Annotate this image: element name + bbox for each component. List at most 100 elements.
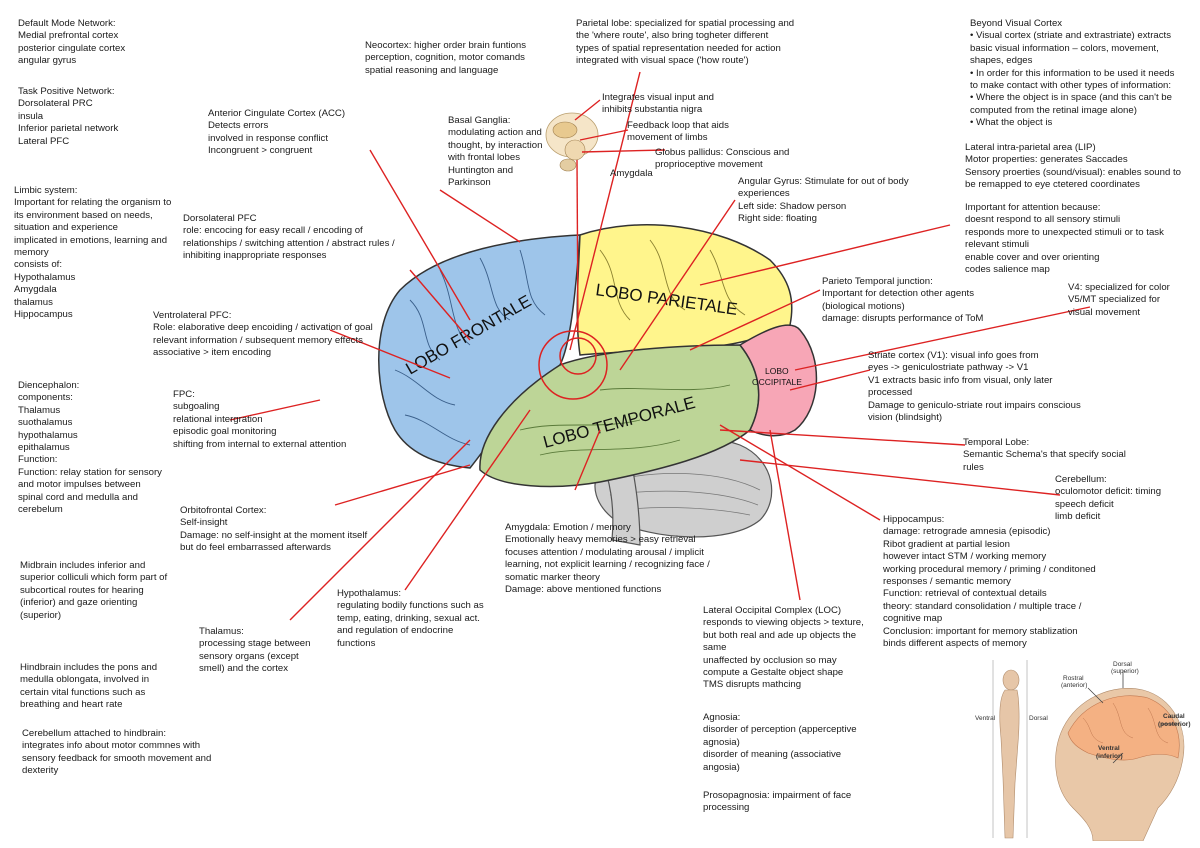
note-line: angular gyrus xyxy=(18,55,77,67)
note-line: Conclusion: important for memory stabliz… xyxy=(883,625,1078,637)
note-line: • Where the object is in space (and this… xyxy=(970,92,1172,104)
note-line: Dorsolateral PRC xyxy=(18,98,93,110)
note-line: Amygdala xyxy=(610,168,653,179)
hippocampus-note: Hippocampus: damage: retrograde amnesia … xyxy=(883,514,1096,650)
note-line: Amygdala xyxy=(14,284,57,296)
note-line: medulla oblongata, involved in xyxy=(20,674,150,686)
cerebellum-attached-note: Cerebellum attached to hindbrain:integra… xyxy=(22,728,211,778)
note-line: damage: disrupts performance of ToM xyxy=(822,313,984,325)
note-line: sensory organs (except xyxy=(199,650,299,662)
note-line: Important for detection other agents xyxy=(822,288,974,300)
note-line: and regulation of endocrine xyxy=(337,625,454,637)
note-line: codes salience map xyxy=(965,264,1050,276)
note-line: Striate cortex (V1): visual info goes fr… xyxy=(868,350,1039,361)
note-line: Damage: no self-insight at the moment it… xyxy=(180,529,368,541)
loc-note: Lateral Occipital Complex (LOC)responds … xyxy=(703,605,864,692)
note-line: enable cover and over orienting xyxy=(965,251,1100,263)
note-line: relevant information / subsequent memory… xyxy=(153,334,363,346)
note-line: vision (blindsight) xyxy=(868,412,943,424)
note-line: the 'where route', also bring togheter d… xyxy=(576,30,769,42)
note-line: Semantic Schema's that specify social xyxy=(963,449,1126,461)
note-line: Amygdala: Emotion / memory xyxy=(505,522,631,533)
note-line: Anterior Cingulate Cortex (ACC) xyxy=(208,108,346,119)
angular-gyrus-note: Angular Gyrus: Stimulate for out of body… xyxy=(738,176,909,226)
orientation-inset: Ventral Dorsal Dorsal (superior) Rostral… xyxy=(963,658,1195,841)
note-line: relational intergration xyxy=(173,413,263,425)
inset-dorsal: Dorsal xyxy=(1113,661,1132,668)
note-line: V5/MT specialized for xyxy=(1068,294,1161,306)
note-line: sensory feedback for smooth movement and xyxy=(22,752,212,764)
note-line: working procedural memory / priming / co… xyxy=(883,563,1096,575)
note-line: temp, eating, drinking, sexual act. xyxy=(337,612,480,624)
note-line: Task Positive Network: xyxy=(18,86,115,97)
note-line: relevant stimuli xyxy=(965,239,1029,251)
inset-inferior: (inferior) xyxy=(1096,753,1123,760)
inset-caudal: Caudal xyxy=(1163,713,1185,720)
note-line: Beyond Visual Cortex xyxy=(970,18,1063,29)
note-line: limb deficit xyxy=(1055,511,1101,523)
note-line: spatial reasoning and language xyxy=(365,64,499,76)
note-line: Damage to geniculo-striate rout impairs … xyxy=(868,399,1081,411)
note-line: Right side: floating xyxy=(738,213,817,225)
tpj-note: Parieto Temporal junction:Important for … xyxy=(822,276,983,326)
note-line: Neocortex: higher order brain funtions xyxy=(365,40,527,51)
note-line: Temporal Lobe: xyxy=(963,437,1030,448)
occipital-lobe-shape xyxy=(738,324,818,437)
note-line: consists of: xyxy=(14,259,62,271)
agnosia-note: Agnosia:disorder of perception (appercep… xyxy=(703,712,857,774)
temporal-lobe-shape xyxy=(479,344,760,488)
note-line: Cerebellum: xyxy=(1055,474,1107,485)
note-line: FPC: xyxy=(173,389,195,400)
note-line: with frontal lobes xyxy=(448,152,520,164)
note-line: binds different aspects of memory xyxy=(883,638,1027,650)
note-line: Hindbrain includes the pons and xyxy=(20,662,158,673)
note-line: Hippocampus: xyxy=(883,514,945,525)
default-mode-network-note: Default Mode Network:Medial prefrontal c… xyxy=(18,18,125,68)
note-line: inhibits substantia nigra xyxy=(602,104,703,116)
note-line: Cerebellum attached to hindbrain: xyxy=(22,728,166,739)
ventrolateral-pfc-note: Ventrolateral PFC:Role: elaborative deep… xyxy=(153,310,373,360)
note-line: • What the object is xyxy=(970,117,1053,129)
note-line: damage: retrograde amnesia (episodic) xyxy=(883,526,1051,538)
note-line: disorder of meaning (associative xyxy=(703,749,842,761)
note-line: eyes -> geniculostriate pathway -> V1 xyxy=(868,362,1029,374)
note-line: hypothalamus xyxy=(18,429,78,441)
inset-anterior: (anterior) xyxy=(1061,682,1087,689)
note-line: subgoaling xyxy=(173,401,220,413)
note-line: types of spatial representation needed f… xyxy=(576,42,781,54)
note-line: breathing and heart rate xyxy=(20,699,123,711)
note-line: modulating action and xyxy=(448,127,542,139)
note-line: V1 extracts basic info from visual, only… xyxy=(868,374,1053,386)
inset-posterior: (posterior) xyxy=(1158,721,1191,728)
lip-note: Lateral intra-parietal area (LIP)Motor p… xyxy=(965,142,1181,192)
note-line: but both real and ade up objects the xyxy=(703,629,857,641)
note-line: doesnt respond to all sensory stimuli xyxy=(965,214,1121,226)
note-line: V4: specialized for color xyxy=(1068,282,1170,293)
note-line: movement of limbs xyxy=(627,132,708,144)
note-line: TMS disrupts mathcing xyxy=(703,679,802,691)
note-line: Thalamus: xyxy=(199,626,244,637)
occipital-lobe-label-1: LOBO xyxy=(765,366,789,376)
parietal-lobe-note: Parietal lobe: specialized for spatial p… xyxy=(576,18,794,68)
limbic-system-note: Limbic system:Important for relating the… xyxy=(14,185,171,321)
note-line: Dorsolateral PFC xyxy=(183,213,257,224)
note-line: Default Mode Network: xyxy=(18,18,116,29)
note-line: its environment based on needs, xyxy=(14,209,153,221)
note-line: memory xyxy=(14,247,49,259)
note-line: Self-insight xyxy=(180,517,228,529)
note-line: Motor properties: generates Saccades xyxy=(965,154,1128,166)
note-line: Inferior parietal network xyxy=(18,123,119,135)
note-line: (inferior) and gaze orienting xyxy=(20,597,138,609)
inset-dorsal-body: Dorsal xyxy=(1029,715,1048,722)
note-line: epithalamus xyxy=(18,442,70,454)
note-line: Incongruent > congruent xyxy=(208,145,313,157)
